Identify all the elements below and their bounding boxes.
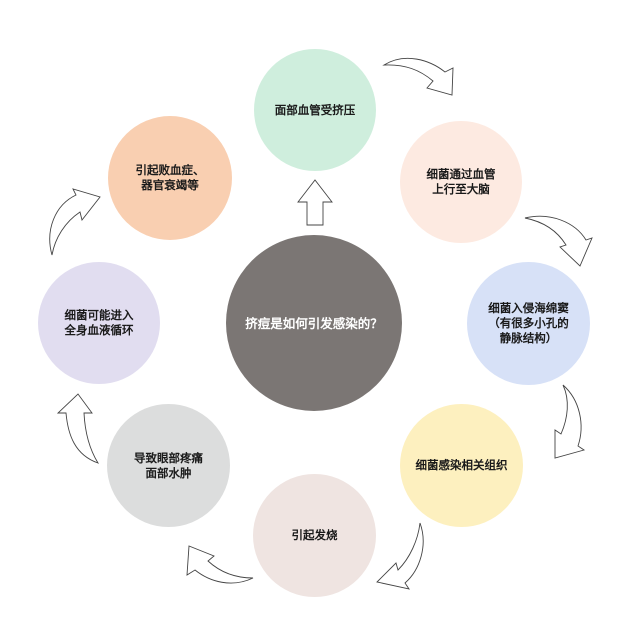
step-label: 导致眼部疼痛 面部水肿	[134, 450, 203, 480]
step-label: 细菌可能进入 全身血液循环	[64, 308, 134, 337]
step-node-eye-pain-swelling: 导致眼部疼痛 面部水肿	[107, 404, 230, 527]
step-label: 细菌入侵海绵窦 （有很多小孔的 静脉结构）	[488, 301, 569, 345]
step-node-sepsis: 引起败血症、 器官衰竭等	[108, 116, 232, 240]
step-label: 细菌感染相关组织	[415, 458, 508, 472]
step-node-blood-circulation: 细菌可能进入 全身血液循环	[38, 262, 160, 384]
step-label: 细菌通过血管 上行至大脑	[426, 167, 496, 196]
curved-arrow-icon	[376, 522, 424, 590]
step-node-bacteria-to-brain: 细菌通过血管 上行至大脑	[400, 121, 522, 243]
curved-arrow-icon	[56, 393, 100, 464]
up-arrow-icon	[297, 179, 333, 226]
step-node-tissue-infection: 细菌感染相关组织	[400, 404, 523, 527]
center-question-label: 挤痘是如何引发感染的？	[245, 315, 383, 331]
step-label: 面部血管受挤压	[274, 102, 356, 117]
curved-arrow-icon	[524, 215, 593, 267]
center-question-node: 挤痘是如何引发感染的？	[226, 235, 402, 411]
step-node-cavernous-sinus: 细菌入侵海绵窦 （有很多小孔的 静脉结构）	[467, 262, 590, 385]
step-label: 引起败血症、 器官衰竭等	[135, 163, 205, 192]
step-node-facial-vessels: 面部血管受挤压	[254, 49, 376, 171]
step-label: 引起发烧	[291, 528, 338, 542]
curved-arrow-icon	[186, 545, 254, 584]
step-node-fever: 引起发烧	[253, 474, 376, 597]
curved-arrow-icon	[49, 188, 101, 256]
curved-arrow-icon	[554, 384, 586, 459]
curved-arrow-icon	[382, 57, 454, 96]
